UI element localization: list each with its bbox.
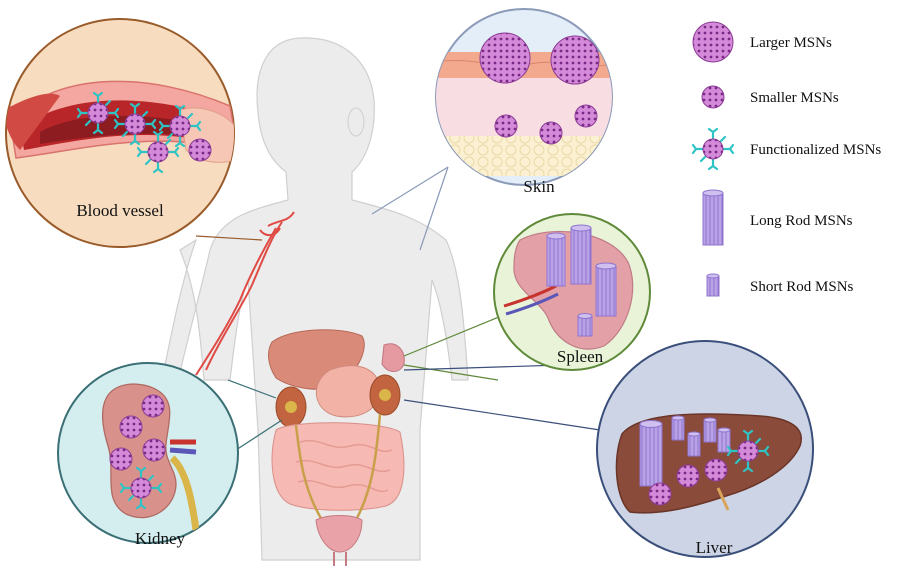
spleen-rods bbox=[546, 224, 617, 337]
legend-item-long-rod: Long Rod MSNs bbox=[702, 189, 853, 246]
kidney-label: Kidney bbox=[135, 529, 186, 548]
legend: Larger MSNs Smaller MSNs Functionalized … bbox=[691, 21, 881, 297]
legend-larger-label: Larger MSNs bbox=[750, 35, 832, 51]
internal-organs bbox=[268, 329, 405, 566]
legend-item-short-rod: Short Rod MSNs bbox=[706, 273, 854, 297]
legend-short-rod-label: Short Rod MSNs bbox=[750, 279, 854, 295]
kidney-panel: Kidney bbox=[57, 362, 239, 548]
liver-label: Liver bbox=[696, 538, 733, 557]
legend-item-larger: Larger MSNs bbox=[692, 21, 832, 63]
arm-artery bbox=[195, 211, 295, 376]
legend-smaller-label: Smaller MSNs bbox=[750, 90, 839, 106]
liver-rods bbox=[639, 415, 731, 487]
legend-functionalized-label: Functionalized MSNs bbox=[750, 142, 881, 158]
legend-long-rod-label: Long Rod MSNs bbox=[750, 213, 853, 229]
spleen-label: Spleen bbox=[557, 347, 604, 366]
skin-label: Skin bbox=[523, 177, 555, 196]
liver-panel: Liver bbox=[596, 340, 814, 558]
blood-vessel-panel: Blood vessel bbox=[5, 18, 235, 248]
connector-lines bbox=[195, 166, 601, 451]
spleen-panel: Spleen bbox=[493, 213, 651, 371]
blood-vessel-label: Blood vessel bbox=[76, 201, 164, 220]
skin-panel: Skin bbox=[435, 8, 613, 196]
legend-item-smaller: Smaller MSNs bbox=[701, 85, 839, 109]
legend-item-functionalized: Functionalized MSNs bbox=[691, 127, 881, 171]
